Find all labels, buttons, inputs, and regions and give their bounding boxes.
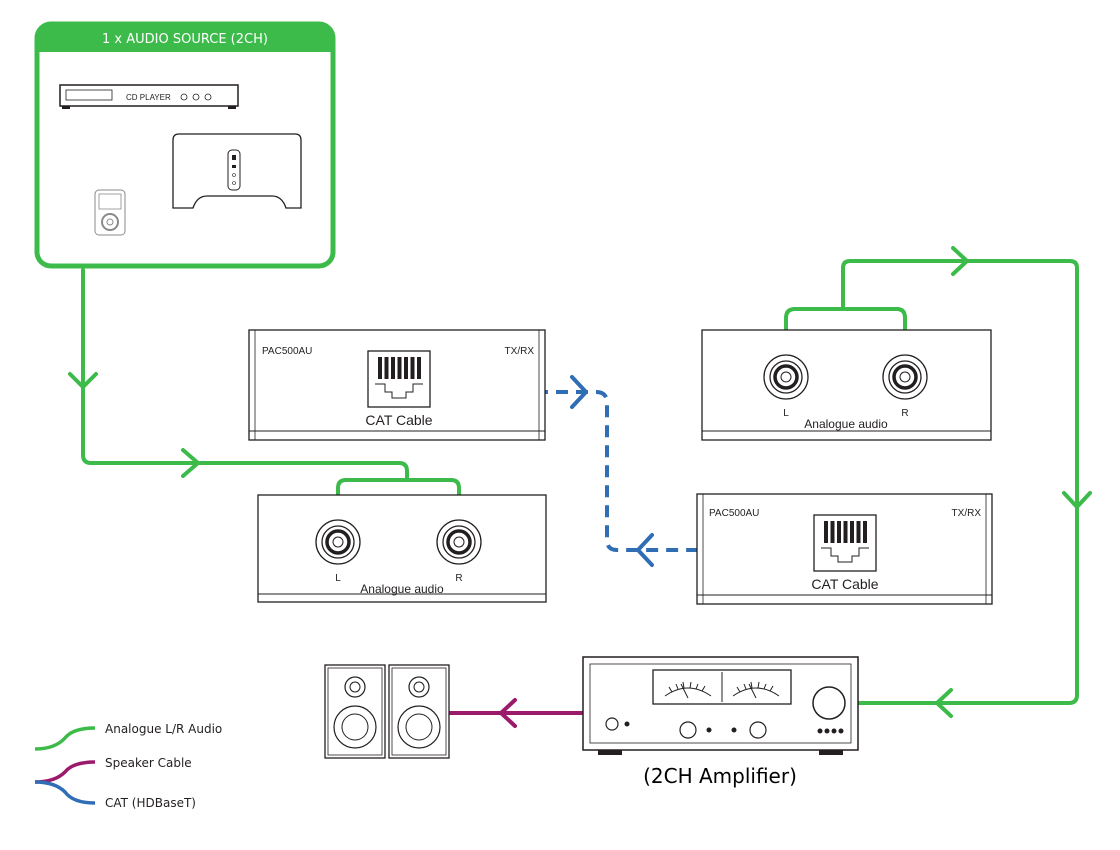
right-speaker-icon	[388, 664, 450, 759]
arrow-right-icon	[181, 448, 200, 478]
amplifier-caption: (2CH Amplifier)	[643, 764, 797, 788]
rx-extender-unit: PAC500AU TX/RX CAT Cable	[696, 493, 993, 605]
speaker-cable	[447, 698, 585, 728]
audio-source-box: 1 x AUDIO SOURCE (2CH) CD PLAYER	[34, 21, 336, 269]
output-left-label: L	[783, 408, 789, 419]
tx-port-label: CAT Cable	[365, 412, 432, 428]
input-right-label: R	[455, 573, 462, 584]
rca-jack-right-icon	[882, 354, 928, 400]
network-streamer-icon	[172, 133, 302, 209]
output-l-r-split-cable	[784, 307, 907, 370]
rca-jack-left-icon	[315, 519, 361, 565]
portable-media-player-icon	[94, 189, 126, 236]
tx-extender-unit: PAC500AU TX/RX CAT Cable	[248, 329, 546, 441]
source-title: 1 x AUDIO SOURCE (2CH)	[102, 32, 268, 47]
output-right-label: R	[901, 408, 908, 419]
audio-output-panel: L R Analogue audio	[701, 329, 992, 441]
legend: Analogue L/R Audio Speaker Cable CAT (HD…	[34, 722, 222, 810]
cat-link-cable	[396, 390, 830, 552]
speakers-icon	[324, 664, 450, 759]
arrow-left-icon	[499, 698, 517, 728]
arrow-down-icon	[68, 372, 98, 389]
rx-mode-label: TX/RX	[952, 508, 982, 519]
analogue-cables	[68, 246, 1092, 718]
input-left-label: L	[335, 573, 341, 584]
cd-player-icon: CD PLAYER	[59, 84, 239, 109]
output-caption: Analogue audio	[804, 417, 888, 431]
input-l-r-split-cable	[336, 478, 461, 542]
legend-analogue-label: Analogue L/R Audio	[105, 722, 222, 736]
arrow-right-icon	[570, 375, 588, 409]
cat-cable	[396, 390, 830, 552]
arrow-left-icon	[935, 688, 953, 718]
left-speaker-icon	[324, 664, 386, 759]
cd-player-label: CD PLAYER	[126, 93, 171, 102]
legend-cat-label: CAT (HDBaseT)	[105, 796, 196, 810]
legend-speaker-label: Speaker Cable	[105, 756, 192, 770]
output-to-amplifier-cable	[841, 259, 1079, 705]
arrow-down-icon	[1062, 491, 1092, 509]
input-caption: Analogue audio	[360, 582, 444, 596]
speaker-cable-icon	[34, 760, 96, 784]
arrow-left-icon	[636, 533, 654, 567]
tx-model-label: PAC500AU	[262, 346, 312, 357]
rx-model-label: PAC500AU	[709, 508, 759, 519]
source-to-input-cable	[81, 268, 409, 482]
rj45-port-icon	[367, 350, 431, 408]
rj45-port-icon	[813, 514, 877, 572]
rx-port-label: CAT Cable	[811, 576, 878, 592]
tx-mode-label: TX/RX	[505, 346, 535, 357]
audio-input-panel: L R Analogue audio	[257, 494, 547, 603]
arrow-right-icon	[951, 246, 969, 276]
rca-jack-left-icon	[763, 354, 809, 400]
analogue-cable-icon	[34, 726, 96, 751]
rca-jack-right-icon	[436, 519, 482, 565]
cat-cable-icon	[34, 780, 96, 805]
amplifier-icon	[582, 656, 859, 755]
